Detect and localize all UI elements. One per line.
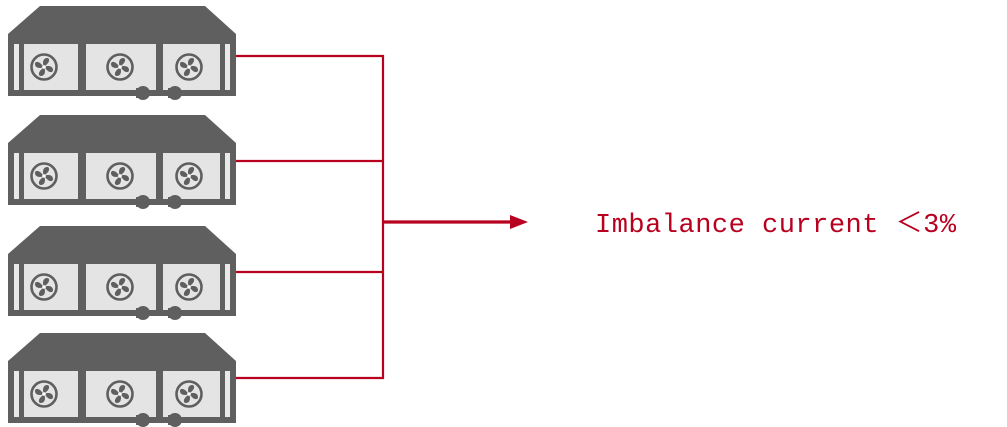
rack-unit-with-fans-icon <box>8 226 236 320</box>
rack-unit-with-fans-icon <box>8 6 236 100</box>
arrow-right-icon <box>383 215 528 229</box>
unit-1 <box>8 6 236 100</box>
wiring <box>236 54 385 380</box>
imbalance-current-label: Imbalance current ＜3% <box>595 211 957 241</box>
rack-unit-with-fans-icon <box>8 115 236 209</box>
rack-unit-with-fans-icon <box>8 333 236 427</box>
unit-3 <box>8 226 236 320</box>
unit-4 <box>8 333 236 427</box>
unit-2 <box>8 115 236 209</box>
